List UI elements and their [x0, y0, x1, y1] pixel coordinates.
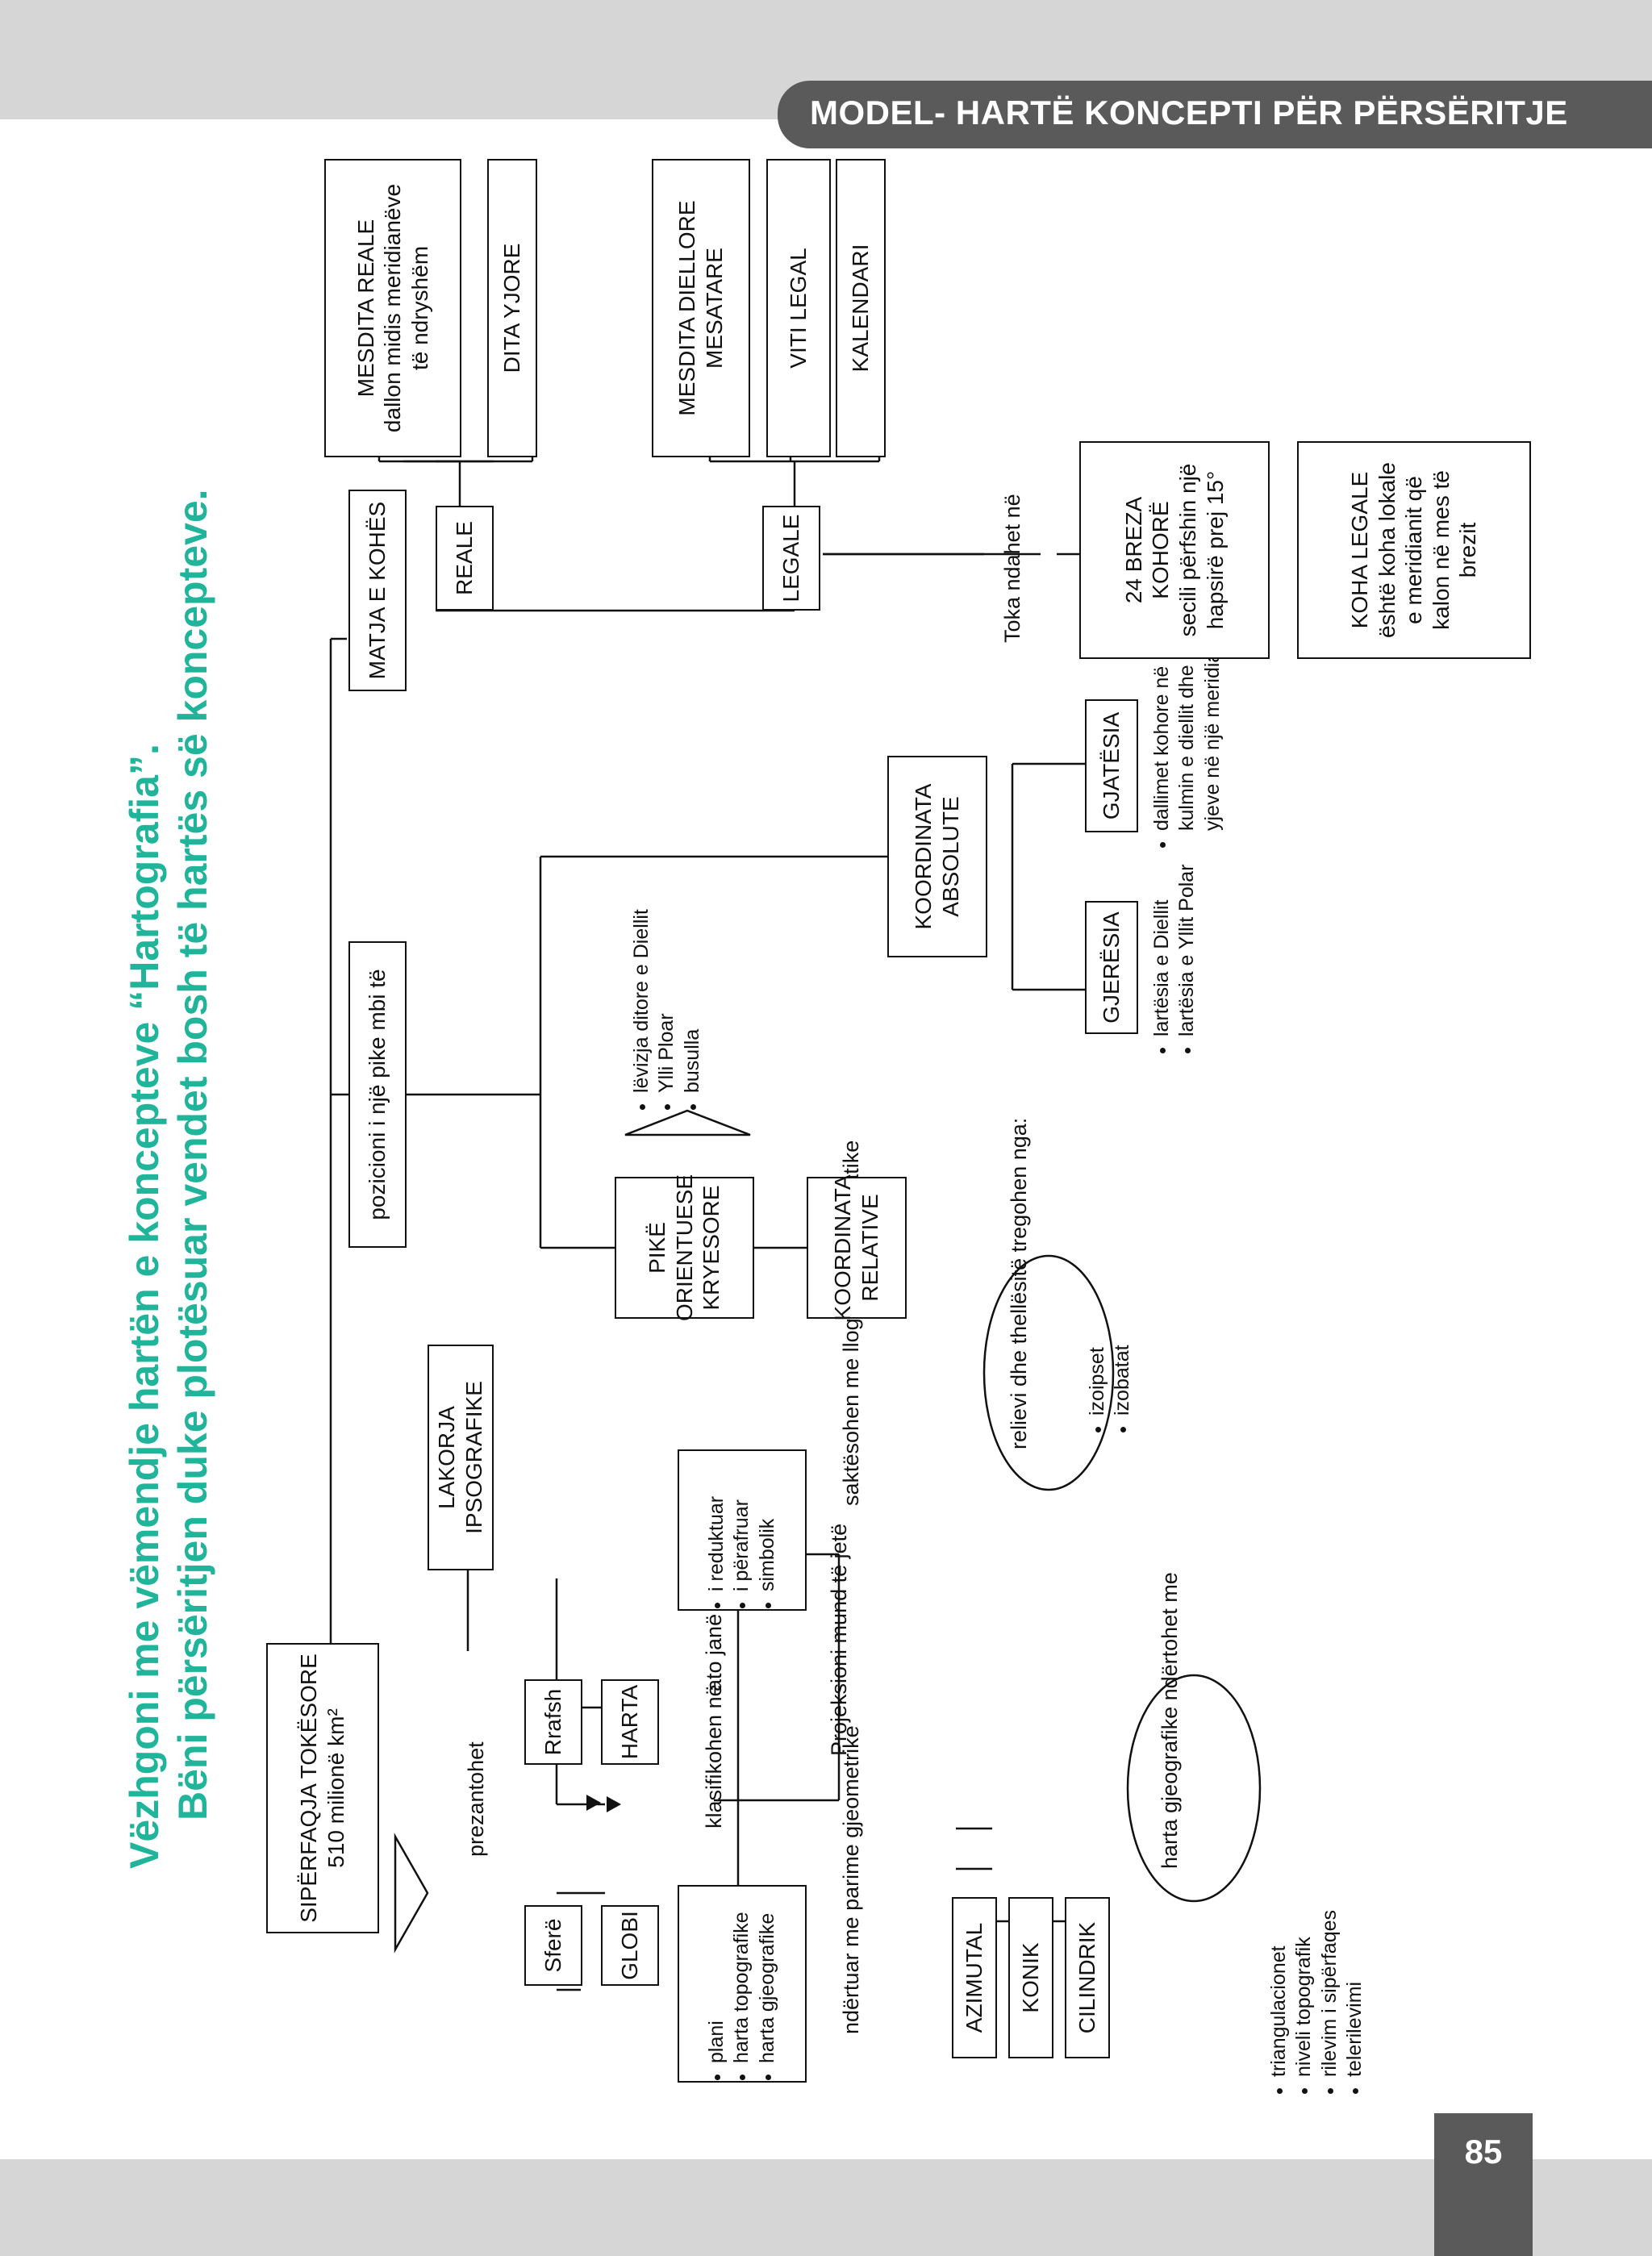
label-projeksioni: Projeksioni mund të jetë	[827, 1523, 851, 1756]
node-rrafsh: Rrafsh	[524, 1679, 582, 1765]
list-item: niveli topografik	[1291, 1910, 1316, 2077]
box-harta-features: i reduktuar i përafruar simbolik	[678, 1449, 807, 1611]
node-mesdita-reale: MESDITA REALE dallon midis meridianëve t…	[324, 159, 461, 457]
list-gjeresia: lartësia e Diellit lartësia e Yllit Pola…	[1149, 864, 1200, 1054]
list-item: lartësia e Yllit Polar	[1174, 864, 1199, 1036]
page-header-title: MODEL- HARTË KONCEPTI PËR PËRSËRITJE	[810, 94, 1568, 131]
node-dita-yjore: DITA YJORE	[487, 159, 537, 457]
label-klasifikohen: klasifikohen në	[702, 1684, 726, 1829]
list-item: lartësia e Diellit	[1149, 864, 1174, 1036]
node-konik: KONIK	[1008, 1897, 1053, 2058]
node-mesdita-diellore: MESDITA DIELLORE MESATARE	[652, 159, 750, 457]
list-item: harta topografike	[729, 1912, 754, 2063]
node-koordinata-absolute: KOORDINATA ABSOLUTE	[887, 756, 987, 957]
list-methods: triangulacionet niveli topografik rilevi…	[1266, 1910, 1367, 2095]
list-item: simbolik	[755, 1496, 780, 1591]
bottom-band	[0, 2159, 1652, 2256]
list-item: i reduktuar	[704, 1496, 729, 1591]
node-reale: REALE	[436, 506, 494, 611]
label-relievi: relievi dhe thellësitë tregohen nga:	[1007, 1117, 1031, 1449]
node-gjatesia: GJATËSIA	[1085, 699, 1138, 832]
node-kalendari: KALENDARI	[836, 159, 886, 457]
list-item: dallimet kohore në kulmin e diellit dhe …	[1149, 637, 1225, 831]
node-sfere: Sferë	[524, 1905, 582, 1986]
node-koordinata-relative: KOORDINATA RELATIVE	[807, 1175, 907, 1320]
node-azimutal: AZIMUTAL	[952, 1897, 997, 2058]
list-item: izobatat	[1110, 1345, 1135, 1416]
header-tab	[778, 81, 1652, 148]
node-siperfaqja: SIPËRFAQJA TOKËSORE 510 milionë km²	[266, 1643, 379, 1933]
node-matja: MATJA E KOHËS	[348, 490, 407, 691]
node-koha-legale: KOHA LEGALE është koha lokale e meridian…	[1297, 441, 1531, 659]
node-lakorja: LAKORJA IPSOGRAFIKE	[428, 1345, 494, 1570]
list-harta-types: plani harta topografike harta gjeografik…	[704, 1912, 780, 2081]
list-item: plani	[704, 1912, 729, 2063]
page-number: 85	[1464, 2133, 1503, 2171]
list-item: harta gjeografike	[755, 1912, 780, 2063]
list-item: izoipset	[1085, 1345, 1110, 1416]
node-globi: GLOBI	[601, 1905, 659, 1986]
list-item: telerilevimi	[1342, 1910, 1367, 2077]
node-legale: LEGALE	[762, 506, 820, 611]
list-item: triangulacionet	[1266, 1910, 1291, 2077]
node-harta: HARTA	[601, 1679, 659, 1765]
node-gjeresia: GJERËSIA	[1085, 901, 1138, 1034]
label-nderutar: ndërtuar me parime gjeometrike	[839, 1725, 863, 2034]
list-item: busulla	[680, 909, 705, 1093]
instruction-line-1: Vëzhgoni me vëmendje hartën e koncepteve…	[122, 744, 167, 1869]
node-cilindrik: CILINDRIK	[1065, 1897, 1110, 2058]
list-item: lëvizja ditore e Diellit	[629, 909, 654, 1093]
list-item: Ylli Ploar	[654, 909, 679, 1093]
list-item: i përafruar	[729, 1496, 754, 1591]
node-viti-legal: VITI LEGAL	[766, 159, 831, 457]
node-pike-orientuese: PIKË ORIENTUESE KRYESORE	[615, 1174, 754, 1321]
node-breza: 24 BREZA KOHORË secili përfshin një haps…	[1079, 441, 1270, 659]
instruction-line-2: Bëni përsëritjen duke plotësuar vendet b…	[170, 489, 215, 1820]
label-ato-jane: ato janë	[702, 1613, 726, 1691]
label-harta-gjeo: harta gjeografike ndërtohet me	[1158, 1572, 1182, 1869]
page-number-box	[1434, 2113, 1533, 2256]
label-prezantohet: prezantohet	[464, 1741, 488, 1857]
list-harta-features: i reduktuar i përafruar simbolik	[704, 1496, 780, 1609]
node-pozicioni: pozicioni i një pike mbi të	[348, 941, 407, 1248]
box-harta-types: plani harta topografike harta gjeografik…	[678, 1885, 807, 2083]
list-gjatesia: dallimet kohore në kulmin e diellit dhe …	[1149, 637, 1225, 849]
label-toka-ndahet: Toka ndahet në	[1000, 494, 1024, 643]
list-orientation: lëvizja ditore e Diellit Ylli Ploar busu…	[629, 909, 705, 1111]
list-relief: izoipset izobatat	[1085, 1345, 1136, 1433]
list-item: rilevim i sipërfaqes	[1317, 1910, 1342, 2077]
